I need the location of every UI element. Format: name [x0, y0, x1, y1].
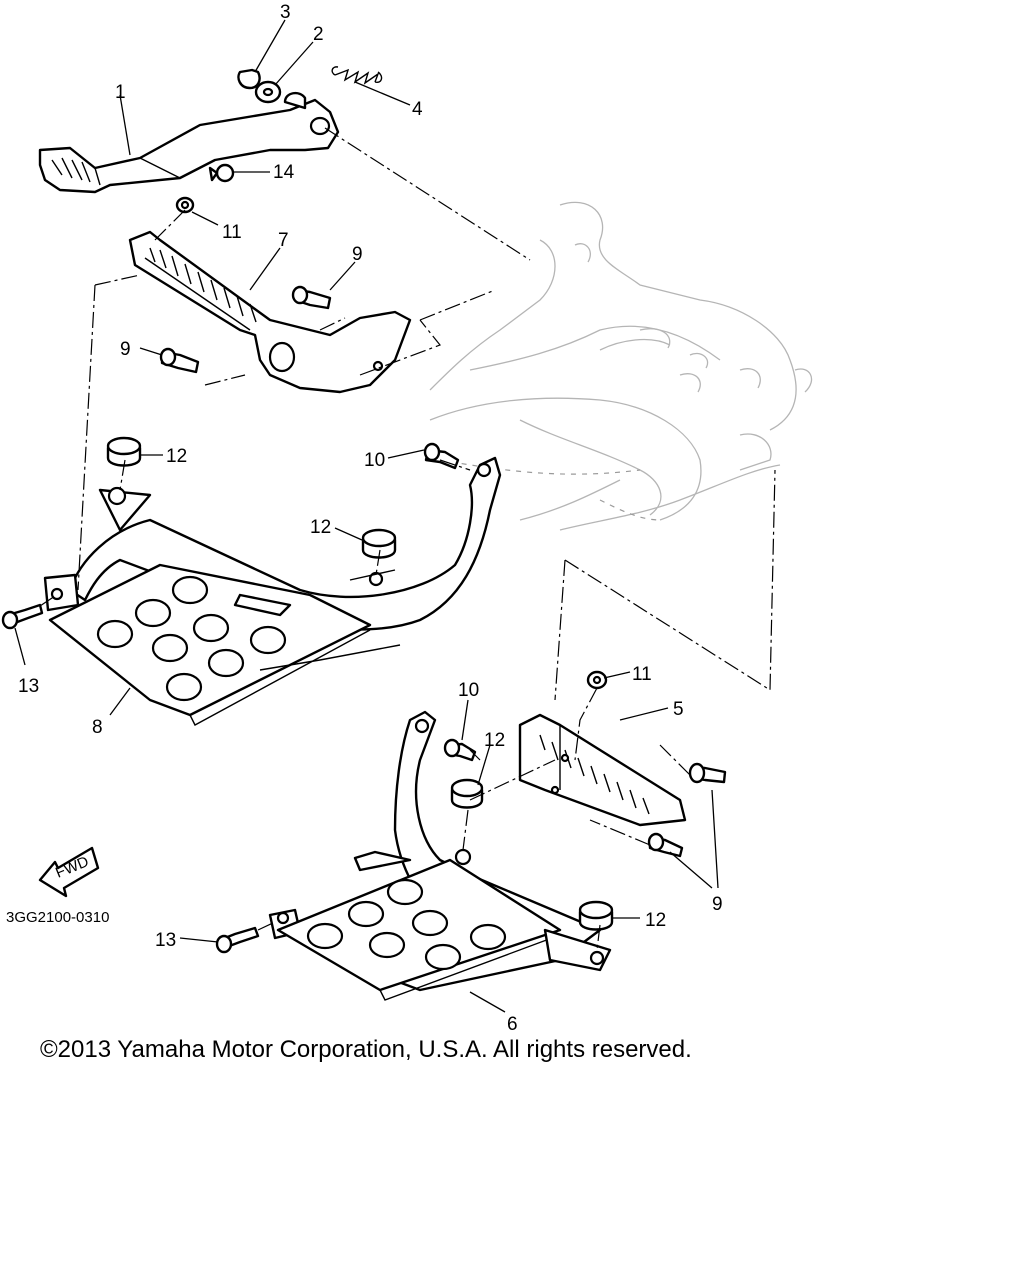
callout-labels: 3 2 4 1 14 11 7 9 9 12 10 12 13 8 10 12 … — [18, 2, 723, 1030]
e-clip — [237, 68, 261, 90]
plate-holes-right — [306, 878, 507, 971]
copyright-notice: ©2013 Yamaha Motor Corporation, U.S.A. A… — [40, 1036, 692, 1063]
callout-12-right-lower: 12 — [645, 910, 666, 931]
callout-10-right: 10 — [458, 680, 479, 701]
assembly-lines — [39, 127, 776, 951]
bolt-top-right — [291, 285, 332, 310]
callout-1: 1 — [115, 82, 126, 103]
diagram-code: 3GG2100-0310 — [6, 909, 109, 926]
callout-8: 8 — [92, 717, 103, 738]
bracket-left — [43, 456, 502, 726]
footrest-right — [518, 713, 687, 827]
callout-13-right: 13 — [155, 930, 176, 951]
fwd-arrow: FWD — [38, 846, 100, 898]
nut-top — [175, 196, 195, 214]
leader-lines — [14, 19, 719, 1013]
callout-11-top: 11 — [222, 222, 242, 243]
callout-2: 2 — [313, 24, 324, 45]
callout-12-left-top: 12 — [166, 446, 187, 467]
bracket-right — [268, 710, 612, 1001]
callout-4: 4 — [412, 99, 423, 120]
bolt-13-left — [1, 603, 44, 630]
nut-right — [586, 670, 608, 690]
callout-14: 14 — [273, 162, 295, 183]
washer — [254, 80, 282, 104]
callout-9-right: 9 — [712, 894, 723, 915]
pivot-pin — [208, 163, 235, 183]
callout-12-left-mid: 12 — [310, 517, 331, 538]
callout-12-right-upper: 12 — [484, 730, 505, 751]
plate-holes-left — [96, 575, 287, 702]
brake-pedal — [38, 91, 340, 194]
callout-3: 3 — [280, 2, 291, 23]
callout-10-left: 10 — [364, 450, 385, 471]
parts-exploded-diagram: 3 2 4 1 14 11 7 9 9 12 10 12 13 8 10 12 … — [1, 2, 813, 1030]
callout-6: 6 — [507, 1014, 518, 1030]
damper-left-top — [106, 436, 142, 467]
callout-11-right: 11 — [632, 664, 652, 685]
callout-7: 7 — [278, 230, 289, 251]
bolt-9-right-upper — [688, 762, 727, 784]
callout-13-left: 13 — [18, 676, 39, 697]
callout-9-top: 9 — [352, 244, 363, 265]
return-spring — [331, 66, 383, 85]
bolt-10-right — [443, 738, 477, 762]
bolt-top-left — [159, 347, 200, 374]
bolt-13-right — [215, 926, 260, 954]
damper-left-mid — [361, 528, 397, 559]
frame-ghost-outline — [429, 201, 813, 531]
callout-9-left: 9 — [120, 339, 131, 360]
damper-right-upper — [450, 778, 484, 809]
damper-right-lower — [578, 900, 614, 931]
bolt-9-right-lower — [647, 832, 684, 858]
callout-5: 5 — [673, 699, 684, 720]
footrest-left — [128, 230, 412, 394]
